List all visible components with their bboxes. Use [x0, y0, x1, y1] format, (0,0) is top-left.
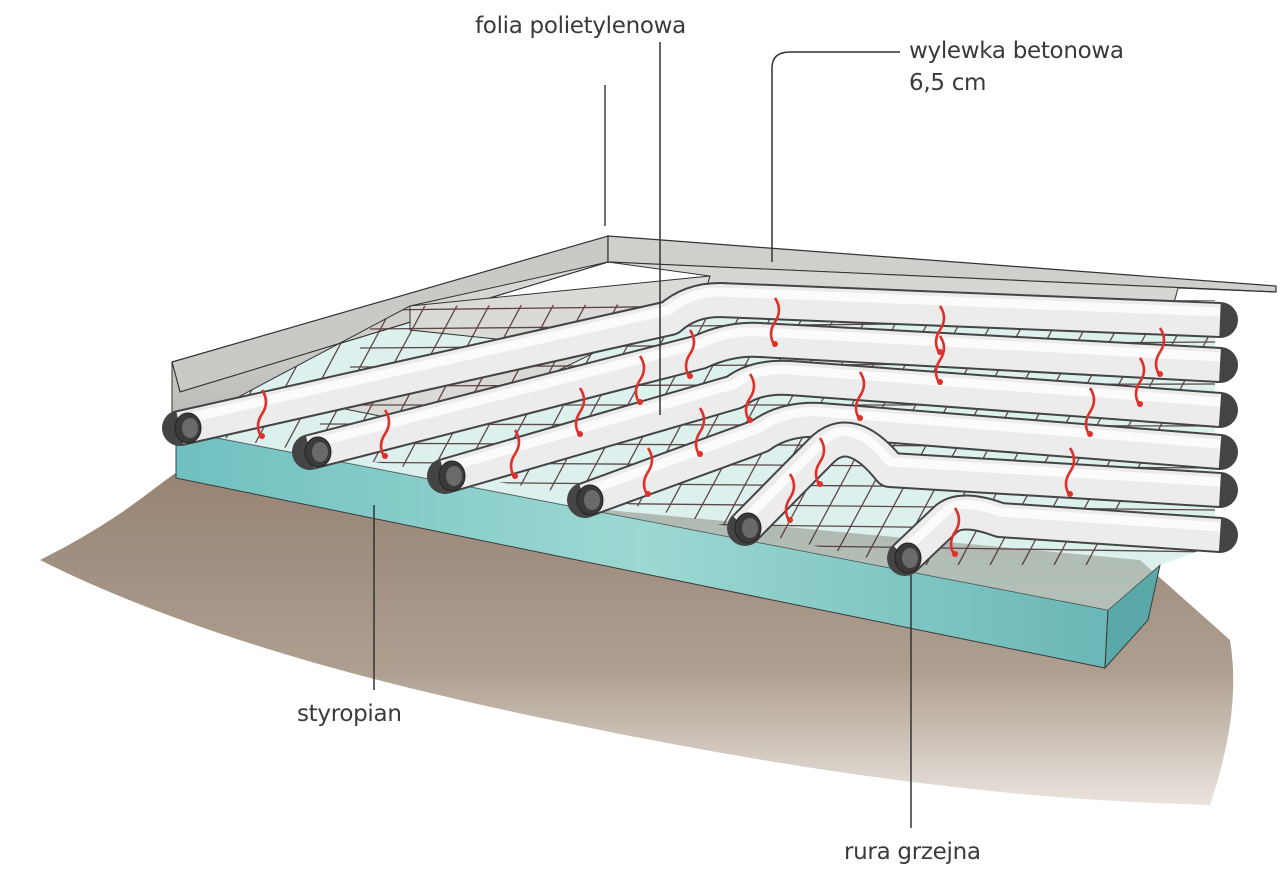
pipe-end-inner	[584, 490, 600, 510]
heating-pipe-highlight	[179, 287, 1221, 425]
label-polystyrene: styropian	[297, 701, 402, 727]
pipe-end-inner	[182, 418, 198, 438]
pipe-clip-anchor	[645, 491, 651, 497]
pipe-clip	[814, 437, 826, 487]
pipe-clip-anchor	[697, 451, 703, 457]
heating-pipe-highlight	[901, 500, 1221, 554]
pipe-clip-anchor	[1137, 401, 1143, 407]
heating-pipe-body	[440, 361, 1222, 492]
pipe-clip	[256, 389, 268, 439]
pipe-clip-anchor	[1087, 431, 1093, 437]
heating-pipe-body	[893, 496, 1222, 570]
pipe-clip	[379, 409, 391, 459]
pipe-clip	[684, 329, 696, 379]
pipe-end-inner	[312, 442, 328, 462]
heating-pipe-body	[306, 323, 1221, 468]
pipe-clip-anchor	[577, 431, 583, 437]
pipe-clip	[1154, 327, 1166, 377]
heating-pipe-highlight	[583, 407, 1221, 497]
heating-pipe-highlight	[308, 327, 1221, 449]
pipe-clip-anchor	[687, 373, 693, 379]
pipe-clip	[1084, 387, 1096, 437]
pipe-clip-anchor	[952, 551, 958, 557]
pipe-clip	[744, 373, 756, 423]
heating-pipe-body	[733, 423, 1221, 540]
pipe-clip	[642, 447, 654, 497]
label-screed-thickness: 6,5 cm	[909, 70, 987, 96]
pipe-clips	[256, 297, 1166, 557]
label-polyethylene-foil: folia polietylenowa	[475, 13, 686, 39]
pipe-clip	[509, 429, 521, 479]
pipe-clip	[1064, 447, 1076, 497]
pipe-clip-anchor	[637, 399, 643, 405]
pipe-end-inner	[742, 518, 758, 538]
heating-pipe-body	[176, 284, 1221, 444]
pipe-clip	[634, 355, 646, 405]
pipe-clip-anchor	[787, 517, 793, 523]
pipe-clip-anchor	[937, 349, 943, 355]
pipe-clip-anchor	[747, 417, 753, 423]
pipe-clip-anchor	[259, 433, 265, 439]
label-concrete-screed: wylewka betonowa	[909, 38, 1124, 64]
pipe-clip	[694, 407, 706, 457]
leader-lines	[373, 42, 912, 828]
pipe-clip	[854, 371, 866, 421]
pipe-end-inner	[446, 466, 462, 486]
leader-wylewka	[771, 51, 900, 262]
heating-pipe-highlight	[443, 365, 1221, 473]
pipe-clip	[574, 387, 586, 437]
pipe-clip-anchor	[817, 481, 823, 487]
pipe-clip	[784, 473, 796, 523]
pipe-clip	[769, 297, 781, 347]
heating-pipe-body	[579, 403, 1222, 516]
pipe-clip	[949, 507, 961, 557]
pipe-clip-anchor	[1067, 491, 1073, 497]
pipe-clip-anchor	[772, 341, 778, 347]
pipe-clip-anchor	[382, 453, 388, 459]
pipe-clip	[1134, 357, 1146, 407]
pipe-clip-anchor	[1157, 371, 1163, 377]
pipe-clip	[934, 335, 946, 385]
pipe-clip	[934, 305, 946, 355]
heating-pipes	[162, 282, 1238, 576]
pipe-end-inner	[902, 548, 918, 568]
pipe-clip-anchor	[937, 379, 943, 385]
label-heating-pipe: rura grzejna	[844, 839, 981, 865]
pipe-clip-anchor	[857, 415, 863, 421]
pipe-clip-anchor	[512, 473, 518, 479]
